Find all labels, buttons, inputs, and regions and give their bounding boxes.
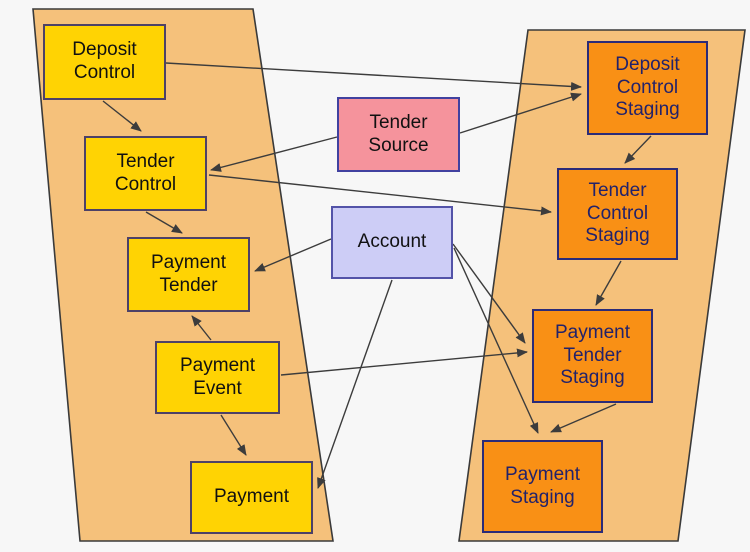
node-tender-control: Tender Control xyxy=(84,136,207,211)
edge-deposit-control-staging-to-tender-control-staging xyxy=(624,135,652,164)
edge-account-to-payment-tender xyxy=(254,238,332,272)
node-tender-control-staging: Tender Control Staging xyxy=(557,168,678,260)
node-payment-tender: Payment Tender xyxy=(127,237,250,312)
node-deposit-control-staging-label: Deposit Control Staging xyxy=(615,53,680,121)
node-payment-event-label: Payment Event xyxy=(180,354,255,399)
edge-tender-source-to-deposit-control-staging xyxy=(459,92,582,134)
node-tender-source: Tender Source xyxy=(337,97,460,172)
edge-tender-control-to-tender-control-staging xyxy=(208,174,552,216)
node-tender-control-label: Tender Control xyxy=(114,150,177,195)
node-tender-source-label: Tender Source xyxy=(368,111,429,156)
node-payment-event: Payment Event xyxy=(155,341,280,414)
node-tender-control-staging-label: Tender Control Staging xyxy=(585,179,650,247)
edge-account-to-payment-tender-staging xyxy=(452,243,526,344)
edge-payment-tender-staging-to-payment-staging xyxy=(550,403,617,433)
edge-tender-control-staging-to-payment-tender-staging xyxy=(595,260,622,306)
edge-account-to-payment-staging xyxy=(453,247,539,434)
node-deposit-control: Deposit Control xyxy=(43,24,166,100)
node-payment-label: Payment xyxy=(214,486,289,508)
edge-account-to-payment xyxy=(317,279,393,489)
node-payment-staging: Payment Staging xyxy=(482,440,603,533)
edge-tender-control-to-payment-tender xyxy=(145,211,183,234)
node-deposit-control-label: Deposit Control xyxy=(72,39,137,83)
edge-payment-event-to-payment xyxy=(220,414,247,456)
staging-entities-region xyxy=(458,29,746,542)
node-deposit-control-staging: Deposit Control Staging xyxy=(587,41,708,135)
edge-payment-event-to-payment-tender-staging xyxy=(280,348,528,376)
node-payment-tender-label: Payment Tender xyxy=(151,251,226,296)
node-payment-tender-staging-label: Payment Tender Staging xyxy=(555,321,630,389)
node-payment-tender-staging: Payment Tender Staging xyxy=(532,309,653,403)
edge-tender-source-to-tender-control xyxy=(210,136,338,172)
node-account: Account xyxy=(331,206,453,279)
edge-payment-event-to-payment-tender xyxy=(191,315,212,341)
node-payment: Payment xyxy=(190,461,313,534)
node-payment-staging-label: Payment Staging xyxy=(505,463,580,508)
edge-deposit-control-to-deposit-control-staging xyxy=(165,62,582,91)
node-account-label: Account xyxy=(357,231,427,253)
edge-deposit-control-to-tender-control xyxy=(102,100,142,132)
